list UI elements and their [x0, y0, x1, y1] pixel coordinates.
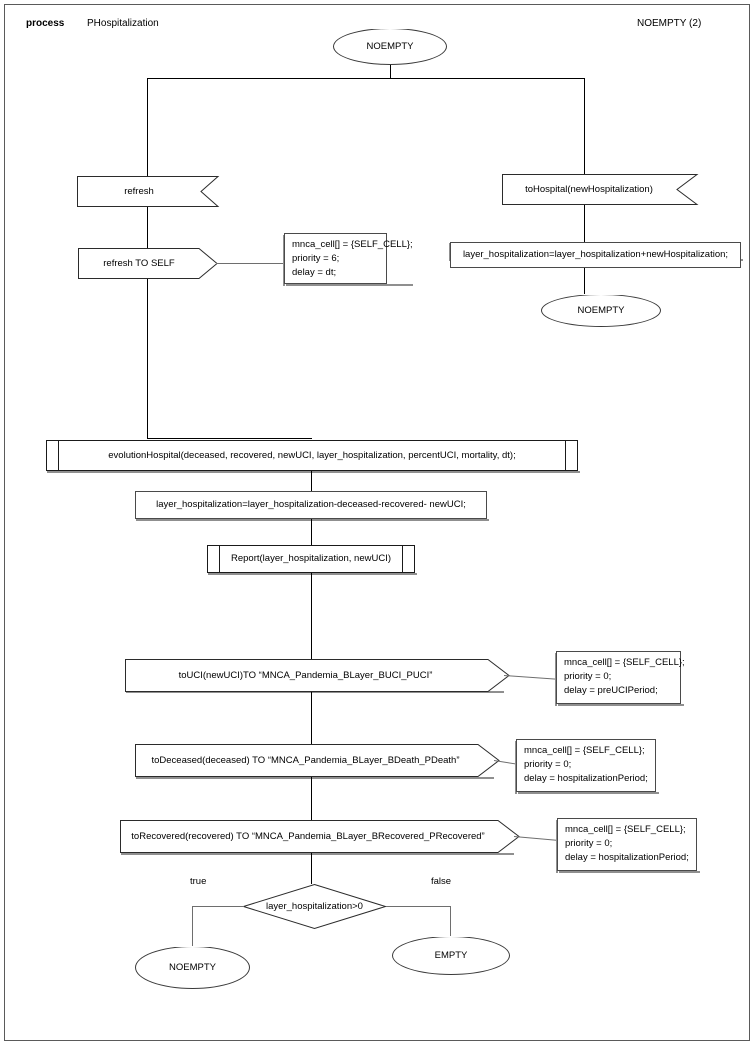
input-signal-refresh-label: refresh	[124, 185, 154, 197]
state-noempty-end-label: NOEMPTY	[169, 961, 216, 973]
connector-left-join	[147, 438, 312, 439]
procedure-call-evolution-hospital-label: evolutionHospital(deceased, recovered, n…	[108, 449, 516, 461]
state-empty-end[interactable]: EMPTY	[392, 936, 510, 975]
comment-line: priority = 0;	[524, 758, 572, 770]
comment-line: delay = dt;	[292, 266, 337, 278]
state-reference-label: NOEMPTY (2)	[637, 18, 702, 29]
edge-label-true: true	[190, 876, 207, 887]
comment-to-deceased: mnca_cell[] = {SELF_CELL}; priority = 0;…	[516, 739, 656, 792]
output-signal-to-uci-label: toUCI(newUCI)TO “MNCA_Pandemia_BLayer_BU…	[178, 669, 433, 681]
connector-touci-to-todeceased	[311, 692, 312, 744]
comment-line: delay = hospitalizationPeriod;	[524, 772, 648, 784]
connector-true-vertical	[192, 906, 193, 946]
task-add-hospitalization[interactable]: layer_hospitalization=layer_hospitalizat…	[450, 242, 741, 268]
state-noempty-end[interactable]: NOEMPTY	[135, 946, 250, 989]
connector-split-bar	[147, 78, 584, 79]
comment-line: delay = hospitalizationPeriod;	[565, 851, 689, 863]
comment-line: mnca_cell[] = {SELF_CELL};	[524, 745, 645, 756]
decision-shape	[241, 883, 388, 930]
output-signal-to-deceased-shape	[135, 744, 500, 777]
connector-refresh-to-self	[147, 207, 148, 248]
proc-bar-right	[565, 441, 566, 470]
proc-bar-left	[58, 441, 59, 470]
connector-report-to-touci	[311, 573, 312, 659]
input-signal-to-hospital[interactable]: toHospital(newHospitalization)	[502, 174, 699, 205]
connector-false-vertical	[450, 906, 451, 936]
input-signal-to-hospital-shape	[502, 174, 699, 205]
connector-true-horizontal	[192, 906, 244, 907]
edge-label-false: false	[431, 876, 452, 887]
comment-refresh-self: mnca_cell[] = {SELF_CELL}; priority = 6;…	[284, 233, 413, 284]
comment-torecovered-shadow-bottom	[559, 871, 700, 873]
output-signal-to-deceased[interactable]: toDeceased(deceased) TO “MNCA_Pandemia_B…	[135, 744, 500, 777]
input-signal-to-hospital-label: toHospital(newHospitalization)	[525, 183, 653, 195]
page-border	[4, 4, 750, 1041]
connector-subtract-to-report	[311, 519, 312, 545]
proc-evolution-shadow-bottom	[47, 471, 580, 473]
comment-line: mnca_cell[] = {SELF_CELL};	[292, 239, 413, 250]
decision-layer-hospitalization[interactable]: layer_hospitalization>0	[241, 883, 388, 930]
decision-label: layer_hospitalization>0	[266, 900, 363, 912]
input-signal-refresh[interactable]: refresh	[77, 176, 220, 207]
task-subtract[interactable]: layer_hospitalization=layer_hospitalizat…	[135, 491, 487, 519]
comment-to-recovered: mnca_cell[] = {SELF_CELL}; priority = 0;…	[557, 818, 697, 871]
output-signal-to-recovered-label: toRecovered(recovered) TO “MNCA_Pandemia…	[131, 830, 485, 842]
state-empty-end-label: EMPTY	[434, 949, 468, 961]
output-todeceased-shadow-bottom	[136, 777, 494, 779]
comment-refresh-self-shadow-bottom	[286, 284, 413, 286]
output-signal-to-uci[interactable]: toUCI(newUCI)TO “MNCA_Pandemia_BLayer_BU…	[125, 659, 510, 692]
procedure-call-evolution-hospital[interactable]: evolutionHospital(deceased, recovered, n…	[46, 440, 578, 471]
comment-line: priority = 0;	[564, 670, 612, 682]
connector-tohospital-to-task	[584, 205, 585, 242]
connector-right-branch	[584, 78, 585, 174]
comment-line: mnca_cell[] = {SELF_CELL};	[564, 657, 685, 668]
output-signal-to-deceased-label: toDeceased(deceased) TO “MNCA_Pandemia_B…	[151, 754, 460, 766]
start-state-noempty-label: NOEMPTY	[366, 40, 414, 52]
connector-torecovered-to-decision	[311, 853, 312, 884]
connector-left-branch	[147, 78, 148, 176]
comment-touci-shadow-bottom	[558, 704, 684, 706]
connector-false-horizontal	[386, 906, 451, 907]
output-signal-to-uci-shape	[125, 659, 510, 692]
connector-todeceased-to-torecovered	[311, 777, 312, 820]
comment-line: priority = 0;	[565, 837, 613, 849]
task-add-hospitalization-label: layer_hospitalization=layer_hospitalizat…	[462, 249, 729, 261]
procedure-call-report-label: Report(layer_hospitalization, newUCI)	[231, 553, 391, 565]
output-signal-refresh-self-label: refresh TO SELF	[103, 257, 175, 269]
connector-start-stem	[390, 65, 391, 79]
task-subtract-label: layer_hospitalization=layer_hospitalizat…	[156, 499, 466, 511]
start-state-noempty[interactable]: NOEMPTY	[333, 28, 447, 65]
comment-line: priority = 6;	[292, 252, 340, 264]
process-name: PHospitalization	[87, 18, 159, 29]
comment-todeceased-shadow-bottom	[518, 792, 659, 794]
proc-bar-left	[219, 546, 220, 572]
connector-evolution-to-subtract	[311, 471, 312, 491]
state-noempty-right[interactable]: NOEMPTY	[541, 294, 661, 327]
output-signal-to-recovered[interactable]: toRecovered(recovered) TO “MNCA_Pandemia…	[120, 820, 520, 853]
output-torecovered-shadow-bottom	[121, 853, 514, 855]
proc-report-shadow-bottom	[208, 573, 417, 575]
output-signal-refresh-self-shape	[78, 248, 218, 279]
connector-left-down	[147, 279, 148, 439]
proc-bar-right	[402, 546, 403, 572]
connector-comment-refresh-self	[216, 263, 284, 264]
procedure-call-report[interactable]: Report(layer_hospitalization, newUCI)	[207, 545, 415, 573]
comment-line: mnca_cell[] = {SELF_CELL};	[565, 824, 686, 835]
process-keyword: process	[26, 18, 65, 29]
task-subtract-shadow-bottom	[136, 519, 489, 521]
comment-line: delay = preUCIPeriod;	[564, 684, 658, 696]
comment-to-uci: mnca_cell[] = {SELF_CELL}; priority = 0;…	[556, 651, 685, 704]
input-signal-refresh-shape	[77, 176, 220, 207]
state-noempty-right-label: NOEMPTY	[577, 304, 625, 316]
output-signal-to-recovered-shape	[120, 820, 520, 853]
connector-task-to-state	[584, 268, 585, 294]
output-signal-refresh-self[interactable]: refresh TO SELF	[78, 248, 218, 279]
